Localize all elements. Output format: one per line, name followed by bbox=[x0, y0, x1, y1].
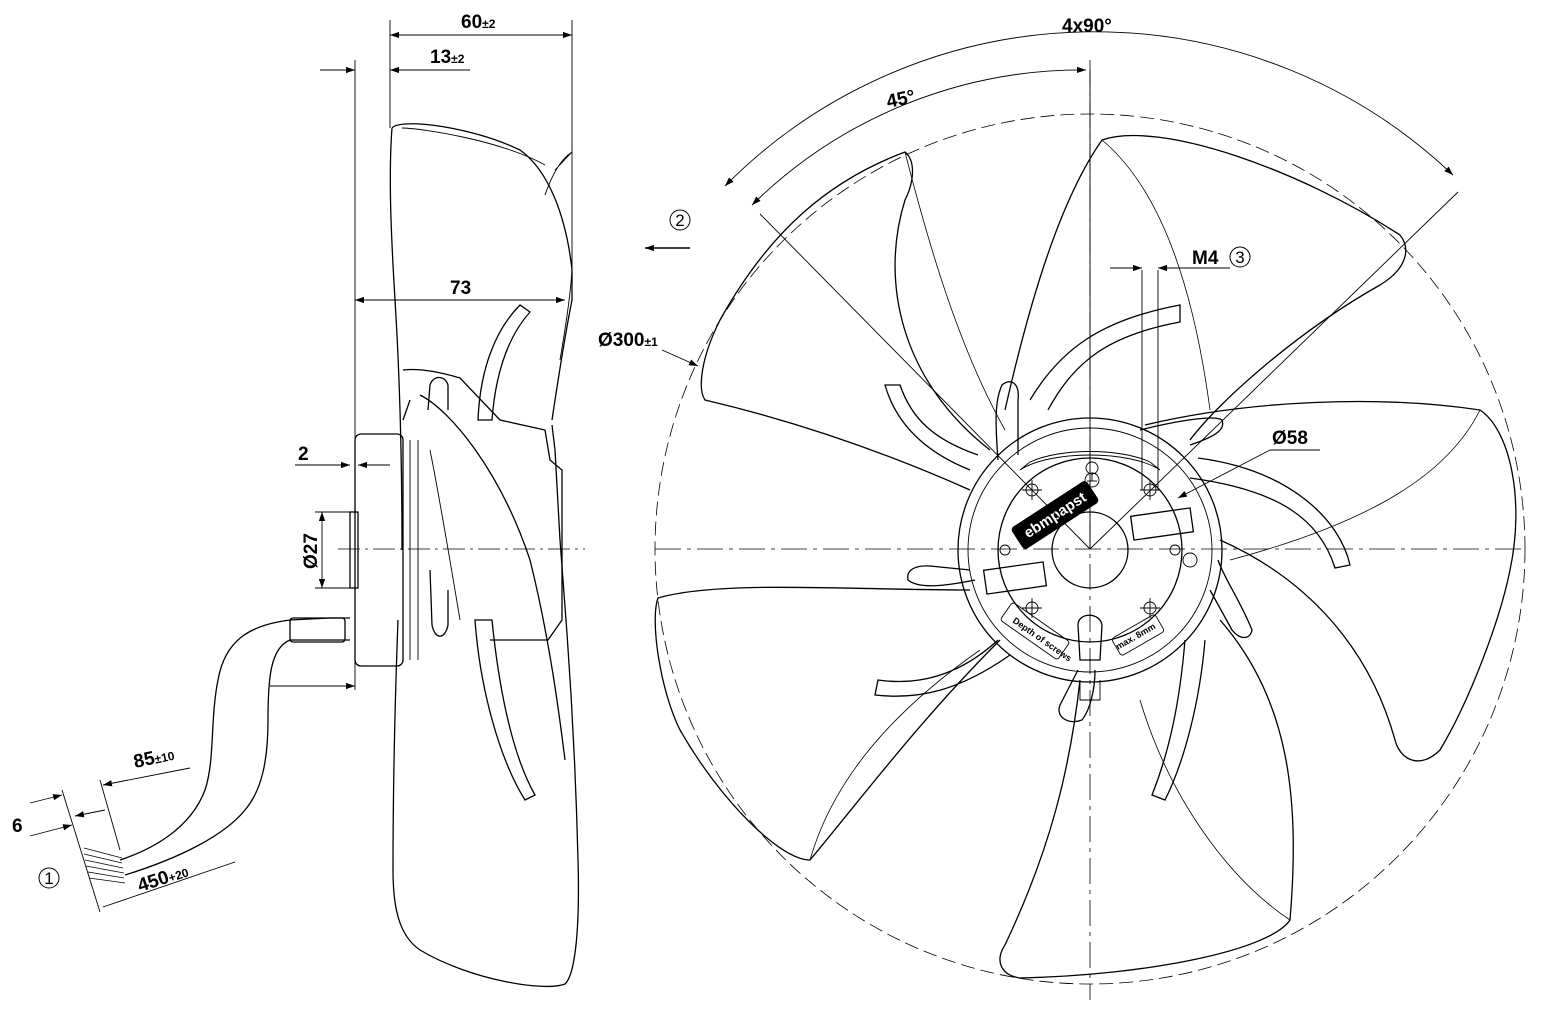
svg-text:1: 1 bbox=[44, 869, 53, 888]
angle-arc-90 bbox=[724, 31, 1454, 187]
svg-text:2: 2 bbox=[675, 211, 684, 230]
callout-2: 2 bbox=[669, 209, 691, 231]
mounting-holes bbox=[999, 461, 1198, 618]
dim-45-label: 45° bbox=[885, 86, 917, 113]
side-motor-body bbox=[354, 433, 404, 667]
side-view bbox=[83, 123, 585, 988]
blade-2-inner bbox=[1229, 409, 1481, 561]
svg-text:3: 3 bbox=[1235, 248, 1244, 267]
side-spoke-lower-2 bbox=[429, 569, 449, 637]
hub-window-left bbox=[982, 561, 1048, 595]
side-dimensions bbox=[29, 20, 573, 913]
dim-line-85 bbox=[102, 767, 191, 787]
hub-window-right bbox=[1129, 507, 1195, 541]
side-cable bbox=[119, 617, 350, 876]
angle-arc-45 bbox=[751, 66, 1087, 206]
side-blade-inner bbox=[401, 127, 573, 361]
blade-5-inner bbox=[904, 151, 1006, 431]
front-dimensions bbox=[645, 31, 1459, 550]
screw-max-plate bbox=[1111, 614, 1165, 656]
dim-4x90-label: 4x90° bbox=[1062, 16, 1112, 37]
side-spoke-upper-2 bbox=[427, 376, 449, 411]
dim-6-label: 6 bbox=[12, 816, 23, 837]
side-cable-wires bbox=[83, 847, 126, 884]
dim-60-label: 60±2 bbox=[461, 12, 496, 33]
blade-3-inner bbox=[1139, 699, 1291, 921]
screw-depth-plate bbox=[1000, 602, 1070, 660]
dim-13-label: 13±2 bbox=[430, 47, 465, 68]
dim-58-label: Ø58 bbox=[1272, 428, 1308, 449]
side-blade-outline bbox=[389, 123, 580, 988]
side-spoke-upper bbox=[477, 304, 531, 421]
dim-line-6-b bbox=[29, 824, 73, 837]
dim-73-label: 73 bbox=[450, 278, 471, 299]
side-shaft bbox=[349, 511, 359, 589]
blades bbox=[654, 134, 1517, 979]
spokes bbox=[874, 304, 1351, 801]
callout-3: 3 bbox=[1229, 246, 1251, 268]
hub-cable-exit bbox=[1077, 614, 1103, 661]
side-hub-ring bbox=[409, 440, 461, 660]
side-spoke-lower bbox=[474, 619, 536, 801]
dim-2-label: 2 bbox=[298, 444, 309, 465]
dim-line-450 bbox=[102, 861, 236, 908]
blade-3 bbox=[999, 619, 1294, 979]
hub bbox=[957, 417, 1223, 701]
dim-27-label: Ø27 bbox=[301, 533, 322, 569]
hub-top-rib bbox=[1019, 451, 1161, 471]
side-rotor bbox=[402, 368, 566, 761]
blade-1-inner bbox=[1101, 139, 1211, 411]
dim-line-6-a bbox=[29, 794, 63, 804]
blade-5 bbox=[700, 151, 991, 491]
dim-450-label: 450+20 bbox=[135, 861, 191, 897]
blade-1 bbox=[1004, 134, 1407, 441]
callout-1: 1 bbox=[38, 867, 60, 889]
dim-85-label: 85±10 bbox=[132, 744, 177, 773]
side-cable-gland bbox=[289, 617, 346, 643]
front-view bbox=[654, 60, 1526, 1000]
blade-2 bbox=[1144, 400, 1517, 762]
blade-4-inner bbox=[809, 649, 981, 861]
dia-300-leader bbox=[661, 349, 699, 367]
blade-4 bbox=[654, 586, 1001, 861]
m4-label: M4 bbox=[1192, 248, 1219, 269]
dim-300-label: Ø300±1 bbox=[598, 330, 658, 351]
